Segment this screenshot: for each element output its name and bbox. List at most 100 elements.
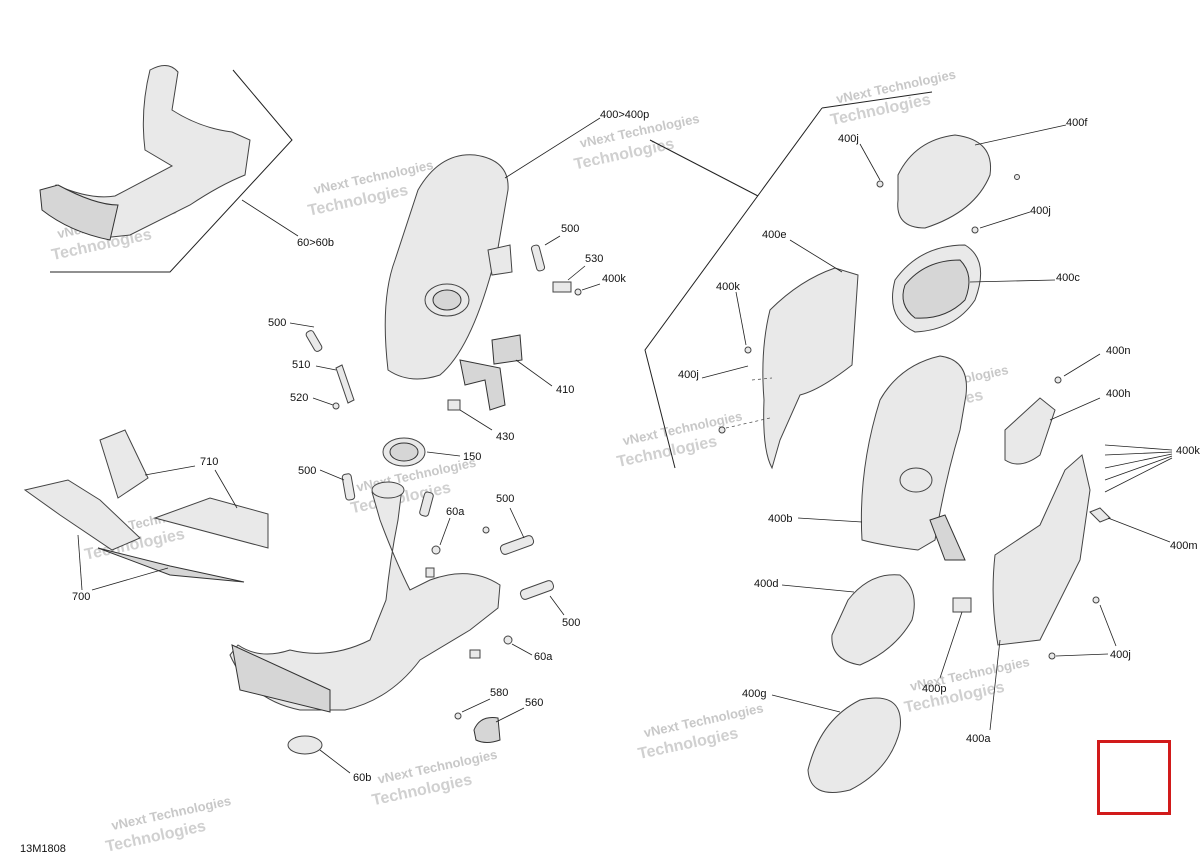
screw-400j xyxy=(718,426,726,434)
frame-line xyxy=(649,139,759,197)
leader xyxy=(1099,604,1117,647)
callout-400n: 400n xyxy=(1106,345,1130,357)
damper-410 xyxy=(491,334,523,365)
leader xyxy=(439,517,451,546)
callout-400j: 400j xyxy=(838,133,859,145)
spring-500-e xyxy=(499,535,535,555)
callout-400e: 400e xyxy=(762,229,786,241)
muffler-body xyxy=(384,154,509,380)
leader xyxy=(504,117,601,179)
leader xyxy=(735,291,747,346)
leader xyxy=(969,279,1056,283)
left-heat-shields xyxy=(23,429,269,591)
end-cap-400g xyxy=(807,697,901,793)
clip-400m xyxy=(1089,507,1111,523)
leader xyxy=(1107,517,1171,543)
shield-700-strip xyxy=(97,547,245,583)
bracket-400h xyxy=(1004,397,1056,465)
callout-400-400p: 400>400p xyxy=(600,109,649,121)
leader xyxy=(989,639,1001,731)
shield-710-right xyxy=(153,497,269,549)
inset-header-pipe xyxy=(39,65,299,273)
callout-560: 560 xyxy=(525,697,543,709)
bracket-510 xyxy=(335,364,355,404)
callout-400h: 400h xyxy=(1106,388,1130,400)
callout-410: 410 xyxy=(556,384,574,396)
bracket-430 xyxy=(447,399,461,411)
callout-500: 500 xyxy=(298,465,316,477)
leader xyxy=(789,239,843,273)
clamp-60b xyxy=(287,735,323,755)
nut-60a xyxy=(431,545,441,555)
inset-frame xyxy=(50,69,293,273)
leader xyxy=(515,359,553,387)
leader xyxy=(1104,457,1173,493)
leader xyxy=(1104,451,1173,456)
callout-400k: 400k xyxy=(716,281,740,293)
callout-60-60b: 60>60b xyxy=(297,237,334,249)
callout-500: 500 xyxy=(561,223,579,235)
callout-510: 510 xyxy=(292,359,310,371)
callout-580: 580 xyxy=(490,687,508,699)
heat-shield-400a xyxy=(992,454,1091,646)
pad-400p xyxy=(952,597,972,613)
gasket-400c-inner xyxy=(902,259,970,319)
muffler-outlet-inner xyxy=(432,289,462,311)
callout-400g: 400g xyxy=(742,688,766,700)
leader xyxy=(939,611,963,679)
callout-400m: 400m xyxy=(1170,540,1198,552)
selection-highlight-box[interactable] xyxy=(1097,740,1171,815)
leader xyxy=(859,143,881,181)
leader xyxy=(319,749,351,774)
callout-400j: 400j xyxy=(1030,205,1051,217)
leader xyxy=(289,322,315,328)
muffler-assembly xyxy=(384,117,601,411)
callout-60a: 60a xyxy=(446,506,465,518)
screw-400j xyxy=(1092,596,1100,604)
heat-shield-inset xyxy=(39,184,119,241)
leader xyxy=(979,211,1031,229)
callout-400f: 400f xyxy=(1066,117,1088,129)
clip-530 xyxy=(552,281,572,293)
leader xyxy=(319,469,345,481)
leader xyxy=(241,199,299,237)
gasket-150-inner xyxy=(389,442,419,462)
callout-400k: 400k xyxy=(1176,445,1200,457)
callout-labels: 60>60b 400>400p 500 530 400k 500 510 520… xyxy=(72,109,1200,784)
callout-60b: 60b xyxy=(353,772,371,784)
callout-520: 520 xyxy=(290,392,308,404)
header-heat-shield xyxy=(231,644,331,713)
leader xyxy=(581,283,601,291)
callout-60a: 60a xyxy=(534,651,553,663)
nut-60a xyxy=(482,526,490,534)
leader xyxy=(495,707,525,723)
callout-700: 700 xyxy=(72,591,90,603)
leader xyxy=(91,567,169,591)
callout-400d: 400d xyxy=(754,578,778,590)
spring-500-f xyxy=(519,580,555,600)
frame-line xyxy=(821,91,933,109)
callout-400a: 400a xyxy=(966,733,991,745)
spring-500 xyxy=(530,244,546,272)
leader xyxy=(1104,453,1173,469)
muffler-tab xyxy=(487,244,513,276)
callout-150: 150 xyxy=(463,451,481,463)
leader xyxy=(781,584,855,593)
leader xyxy=(312,397,334,406)
callout-710: 710 xyxy=(200,456,218,468)
leader xyxy=(1104,444,1173,451)
muffler-400b-outlet xyxy=(899,467,933,493)
leader xyxy=(1063,353,1101,377)
callout-400j: 400j xyxy=(678,369,699,381)
heat-shield-400e xyxy=(762,267,859,470)
muffler-400b-bracket xyxy=(929,514,966,561)
muffler-bracket xyxy=(459,359,506,411)
screw-400j xyxy=(971,226,979,234)
gasket-400d xyxy=(831,574,915,666)
clamp-560 xyxy=(473,717,501,743)
leader xyxy=(214,469,238,509)
callout-430: 430 xyxy=(496,431,514,443)
callout-400k: 400k xyxy=(602,273,626,285)
